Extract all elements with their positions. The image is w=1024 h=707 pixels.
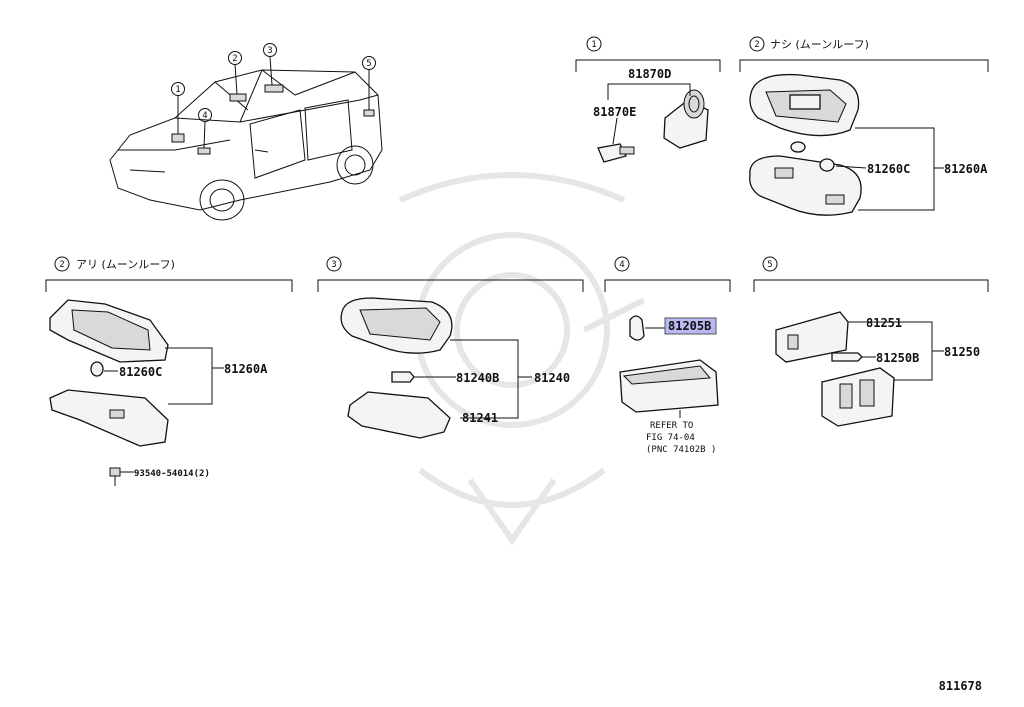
label-text: 4 <box>619 260 624 270</box>
watermark-emblem <box>378 172 646 546</box>
part-label-81205B: 81205B <box>668 319 711 333</box>
section-title: アリ (ムーンルーフ) <box>76 258 175 271</box>
part-label-81260A-moonroof: 81260A <box>224 362 268 376</box>
car-callout-5: 5 <box>362 56 376 70</box>
label-text: 4 <box>202 111 207 121</box>
part-label-81260C-top: 81260C <box>867 162 910 176</box>
car-callout-4: 4 <box>198 108 212 122</box>
part-label-81241: 81241 <box>462 411 498 425</box>
part-label-81250B: 81250B <box>876 351 919 365</box>
car-callout-3: 3 <box>263 43 277 57</box>
label-text: 2 <box>232 54 237 64</box>
part-label-81870D: 81870D <box>628 67 671 81</box>
label-text: 5 <box>767 260 772 270</box>
label-text: 5 <box>366 59 371 69</box>
label-text: 1 <box>175 85 180 95</box>
part-label-81240: 81240 <box>534 371 570 385</box>
label-text: 2 <box>59 260 64 270</box>
label-text: 3 <box>267 46 272 56</box>
section-2-with-moonroof: 2 アリ (ムーンルーフ) 81260C 81260A 93540-54014(… <box>45 256 293 486</box>
highlight-81205B <box>664 317 717 335</box>
part-label-81260A-top: 81260A <box>944 162 988 176</box>
section-2-without-moonroof: 2 ナシ (ムーンルーフ) 81260C 81260A <box>739 36 989 216</box>
section-1: 1 81870D 81870E <box>575 36 721 163</box>
refer-note-line-2: FIG 74-04 <box>646 433 695 443</box>
part-label-81251: 81251 <box>866 316 902 330</box>
refer-note-line-3: (PNC 74102B ) <box>646 445 716 455</box>
part-label-81240B: 81240B <box>456 371 499 385</box>
section-4: 4 81205B REFER TO FIG 74-04 (PNC 74102B … <box>604 256 731 455</box>
car-callout-2: 2 <box>228 51 242 65</box>
part-label-93540: 93540-54014(2) <box>134 469 210 479</box>
section-title: ナシ (ムーンルーフ) <box>770 38 869 51</box>
part-label-81260C-moonroof: 81260C <box>119 365 162 379</box>
diagram-id: 811678 <box>939 679 982 693</box>
car-callout-1: 1 <box>171 82 185 96</box>
car-illustration <box>109 56 383 221</box>
label-text: 3 <box>331 260 336 270</box>
refer-note-line-1: REFER TO <box>650 421 693 431</box>
label-text: 2 <box>754 40 759 50</box>
part-label-81250: 81250 <box>944 345 980 359</box>
section-number: 1 <box>591 40 596 50</box>
section-3: 3 81240B 81240 81241 <box>317 256 584 439</box>
part-label-81870E: 81870E <box>593 105 636 119</box>
section-5: 5 81251 81250B 81250 <box>753 256 989 427</box>
